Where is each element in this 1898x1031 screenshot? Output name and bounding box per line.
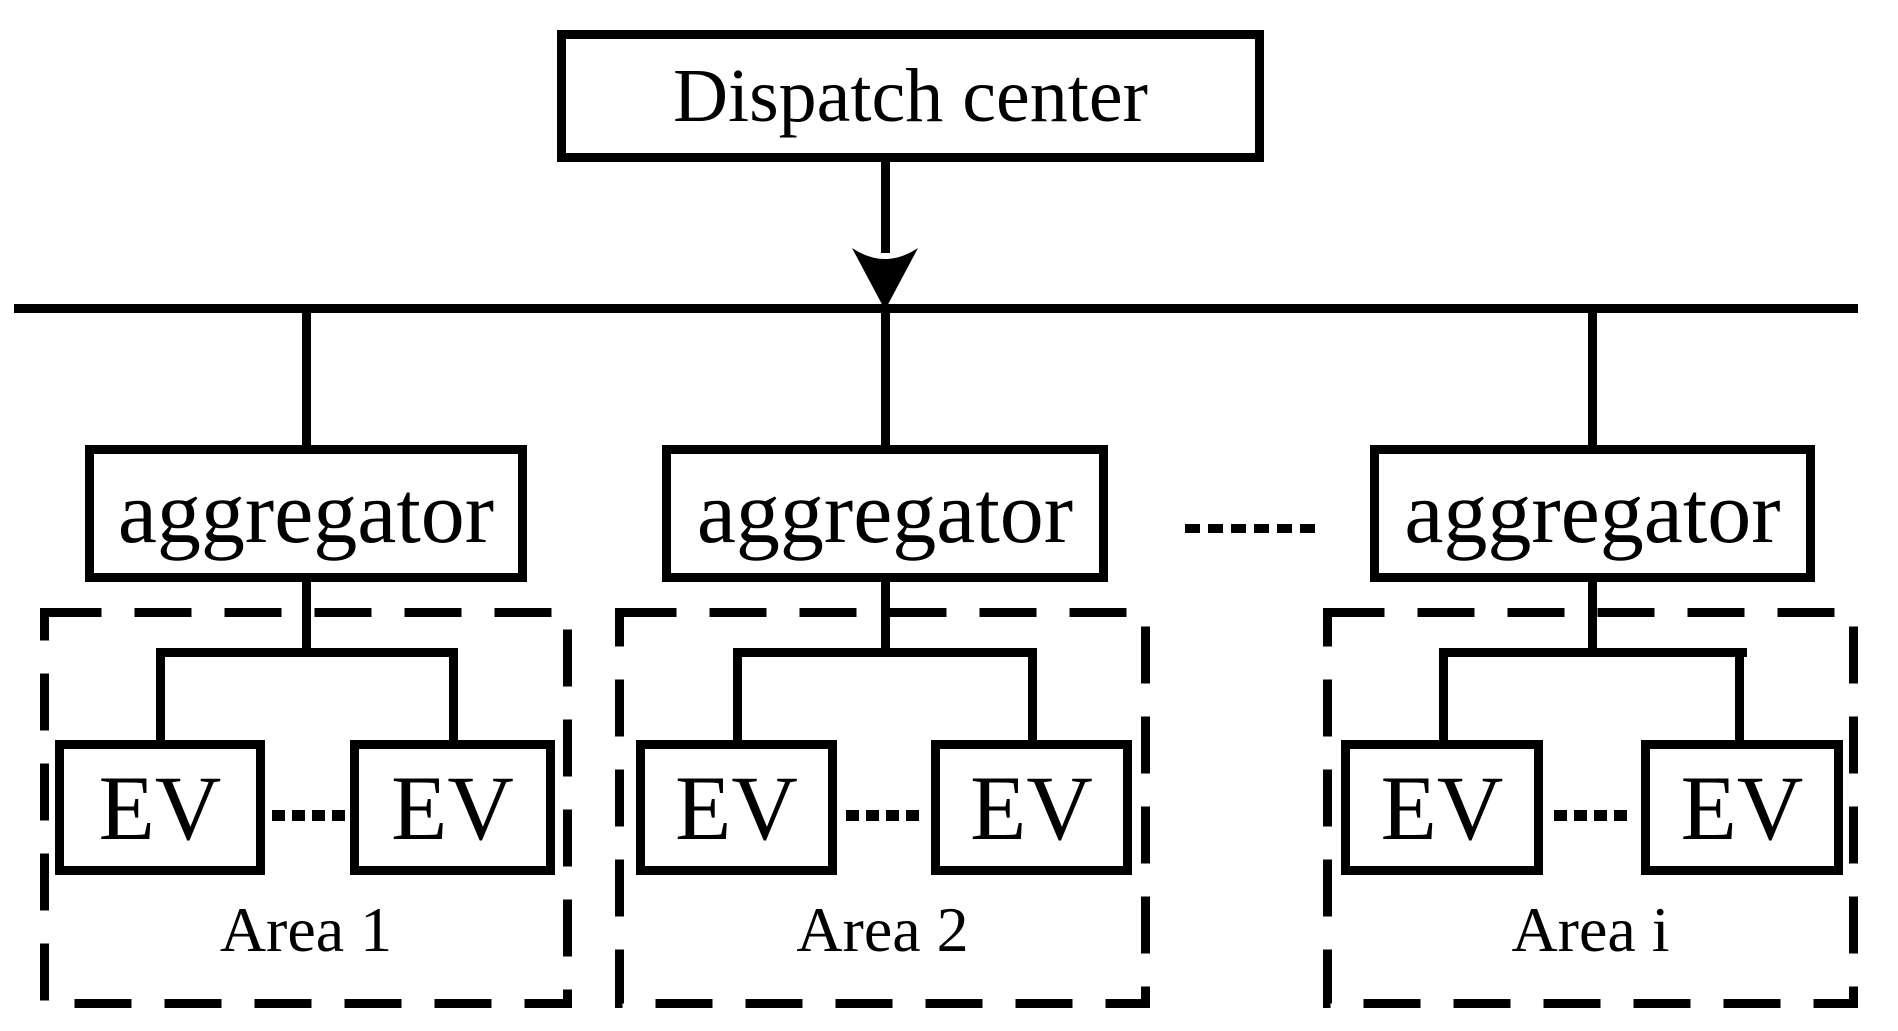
aggregator-box-1: aggregator [85, 445, 527, 582]
area-1-boundary [40, 608, 572, 1008]
bus-line [14, 304, 1858, 313]
branch-to-ev-connector [733, 652, 742, 744]
ev-continuation-ellipsis [272, 810, 345, 821]
ev-label: EV [970, 756, 1093, 859]
ev-box: EV [1341, 740, 1543, 875]
bus-to-aggregator-3-connector [1588, 308, 1597, 445]
ev-label: EV [391, 756, 514, 859]
branch-to-ev-connector [1028, 652, 1037, 744]
ev-label: EV [1380, 756, 1504, 859]
bus-to-aggregator-1-connector [302, 308, 311, 445]
aggregator-3-to-branch-connector [1588, 577, 1597, 653]
aggregator-label: aggregator [1404, 464, 1781, 562]
area-label: Area 1 [219, 894, 393, 965]
ev-label: EV [98, 756, 222, 859]
bus-to-aggregator-2-connector [881, 308, 890, 445]
ev-box: EV [350, 740, 555, 875]
area-label: Area i [1511, 894, 1670, 965]
aggregator-label: aggregator [117, 464, 495, 562]
ev-continuation-ellipsis [1554, 810, 1627, 821]
branch-to-ev-connector [1735, 652, 1744, 744]
aggregator-box-3: aggregator [1370, 445, 1815, 582]
ev-box: EV [55, 740, 265, 875]
area-2-boundary [615, 608, 1150, 1008]
down-arrowhead-icon [852, 248, 918, 310]
aggregator-label: aggregator [696, 464, 1074, 562]
branch-to-ev-connector [1439, 652, 1448, 744]
branch-to-ev-connector [156, 652, 165, 744]
dispatch-center-label: Dispatch center [673, 54, 1148, 138]
ev-box: EV [636, 740, 837, 875]
ev-continuation-ellipsis [846, 810, 919, 821]
aggregator-continuation-ellipsis [1185, 524, 1316, 533]
ev-box: EV [931, 740, 1132, 875]
ev-label: EV [1680, 756, 1804, 859]
area-label: Area 2 [796, 894, 969, 965]
ev-branch-bar-area-2 [733, 648, 1037, 657]
aggregator-2-to-branch-connector [881, 577, 890, 653]
ev-label: EV [675, 756, 798, 859]
area-3-boundary [1323, 608, 1858, 1008]
dispatch-to-bus-connector [881, 161, 890, 253]
branch-to-ev-connector [449, 652, 458, 744]
ev-box: EV [1641, 740, 1843, 875]
aggregator-1-to-branch-connector [302, 577, 311, 653]
ev-branch-bar-area-1 [156, 648, 458, 657]
ev-branch-bar-area-3 [1439, 648, 1747, 657]
aggregator-box-2: aggregator [662, 445, 1108, 582]
dispatch-center-box: Dispatch center [557, 30, 1264, 162]
